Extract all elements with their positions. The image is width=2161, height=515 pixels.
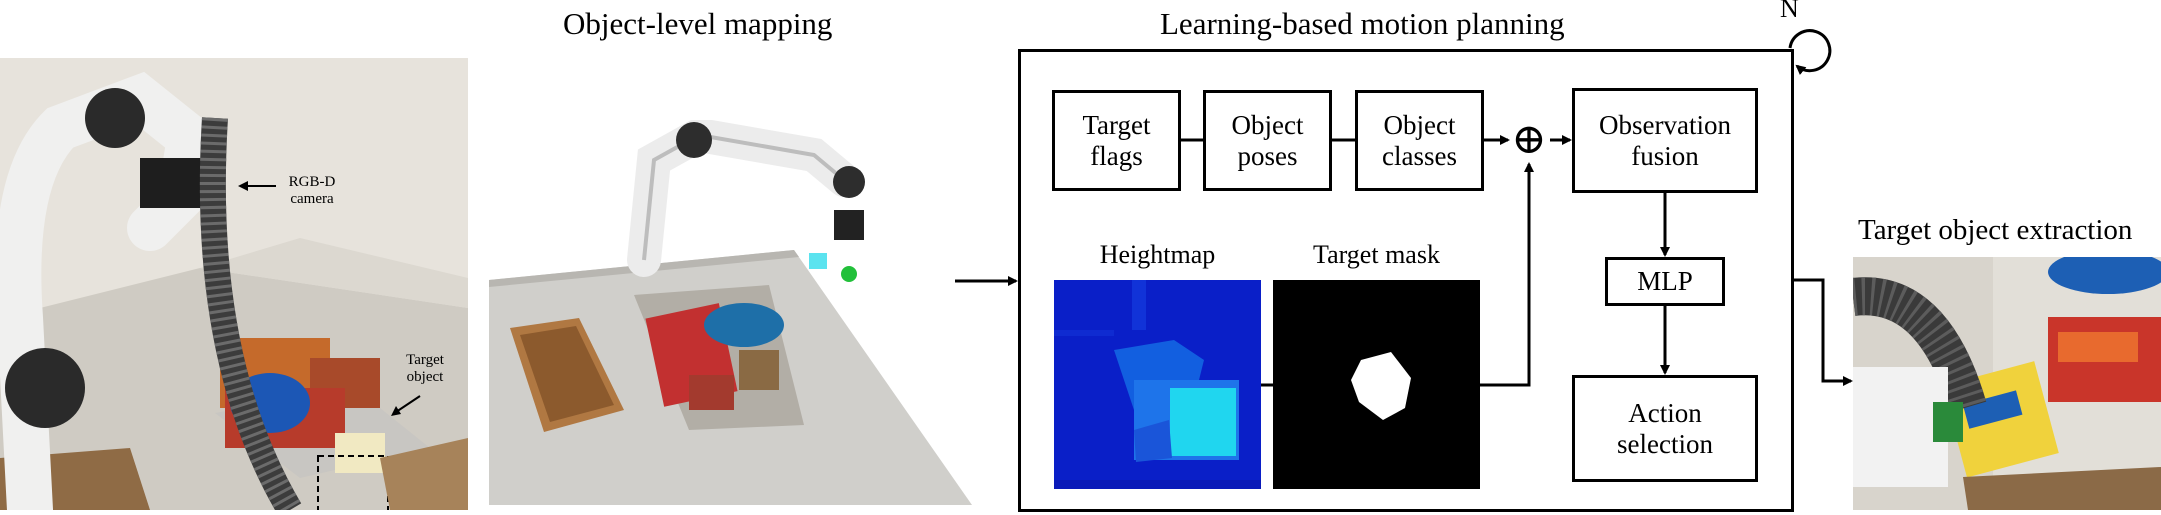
object-classes-box: Object classes: [1355, 90, 1484, 191]
planning-title: Learning-based motion planning: [1160, 6, 1565, 41]
target-object-label: Target object: [406, 352, 444, 385]
action-selection-box: Action selection: [1572, 375, 1758, 482]
concat-symbol: ⊕: [1511, 117, 1547, 163]
target-flags-box: Target flags: [1052, 90, 1181, 191]
extraction-photo: [1853, 257, 2161, 510]
camera-label: RGB-D camera: [288, 174, 336, 207]
target-mask-image: [1273, 280, 1480, 489]
mapping-title: Object-level mapping: [563, 6, 833, 41]
target-mask-label: Target mask: [1313, 240, 1440, 269]
observation-fusion-box: Observation fusion: [1572, 88, 1758, 193]
robot-scene-photo: RGB-D camera Target object: [0, 58, 468, 510]
extraction-title: Target object extraction: [1858, 214, 2133, 246]
heightmap-label: Heightmap: [1099, 240, 1216, 269]
planning-frame: [1018, 49, 1794, 512]
object-map-render: [484, 120, 972, 510]
mlp-box: MLP: [1605, 257, 1725, 306]
object-poses-box: Object poses: [1203, 90, 1332, 191]
loop-label: N: [1780, 0, 1799, 23]
heightmap-image: [1054, 280, 1261, 489]
